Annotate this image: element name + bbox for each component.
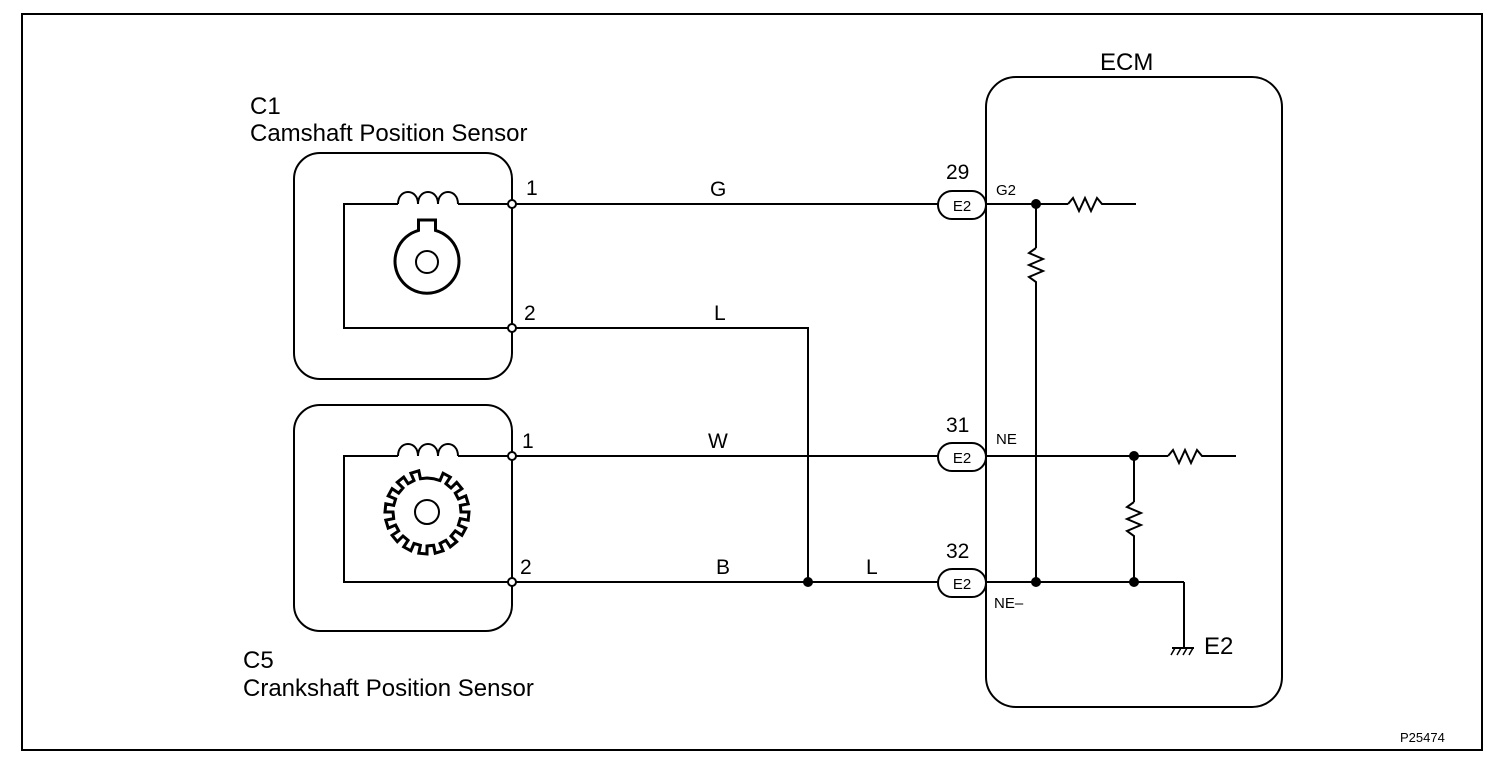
- crankshaft-timing-rotor-icon: [383, 468, 471, 556]
- terminal-number-32: 32: [946, 540, 969, 563]
- wire-label-w: W: [708, 430, 728, 453]
- connector-label-31: E2: [953, 450, 971, 467]
- diagram-frame: [21, 13, 1483, 751]
- wire-label-b: B: [716, 556, 730, 579]
- ground-icon: [1170, 647, 1194, 656]
- wire-label-l-camshaft: L: [714, 302, 726, 325]
- crankshaft-pin1-label: 1: [522, 430, 534, 453]
- camshaft-sensor-name: Camshaft Position Sensor: [250, 120, 527, 147]
- ecm-box: [985, 76, 1283, 708]
- wire-label-g: G: [710, 178, 726, 201]
- wire-l-camshaft: [516, 327, 809, 582]
- connector-label-32: E2: [953, 576, 971, 593]
- camshaft-rotor-icon: [393, 218, 461, 295]
- ecm-terminal-31: 31 E2 NE: [937, 414, 1017, 472]
- camshaft-sensor-code: C1: [250, 93, 281, 120]
- signal-label-ne-minus: NE–: [994, 595, 1024, 612]
- camshaft-pin1-terminal: [507, 199, 517, 209]
- crankshaft-sensor-internal-loop: [343, 455, 512, 583]
- crankshaft-sensor-name: Crankshaft Position Sensor: [243, 675, 534, 702]
- ecm-internal-circuit: E2: [986, 195, 1236, 660]
- ecm-module: ECM 29 E2 G2 31 E2 NE 32 E2 NE–: [937, 49, 1283, 708]
- figure-id: P25474: [1400, 730, 1445, 745]
- ecm-title: ECM: [1100, 49, 1153, 76]
- terminal-number-29: 29: [946, 161, 969, 184]
- resistor-g2-bias: [1026, 247, 1046, 582]
- camshaft-sensor: C1 Camshaft Position Sensor 1 2: [250, 93, 538, 380]
- camshaft-pin2-label: 2: [524, 302, 536, 325]
- signal-label-g2: G2: [996, 182, 1016, 199]
- ecm-terminal-29: 29 E2 G2: [937, 161, 1016, 220]
- resistor-ne-input: [1167, 447, 1236, 466]
- harness-wires: G L W B L: [516, 178, 938, 587]
- crankshaft-coil-icon: [397, 443, 459, 457]
- wire-label-l-common: L: [866, 556, 878, 579]
- camshaft-pin2-terminal: [507, 323, 517, 333]
- crankshaft-sensor-code: C5: [243, 647, 274, 674]
- crankshaft-pin2-terminal: [507, 577, 517, 587]
- ecm-terminal-32: 32 E2 NE–: [937, 540, 1024, 612]
- camshaft-pin1-label: 1: [526, 177, 538, 200]
- terminal-number-31: 31: [946, 414, 969, 437]
- signal-label-ne: NE: [996, 431, 1017, 448]
- crankshaft-pin1-terminal: [507, 451, 517, 461]
- junction-ne-minus-2: [1129, 577, 1139, 587]
- ground-label: E2: [1204, 633, 1233, 660]
- connector-label-29: E2: [953, 198, 971, 215]
- camshaft-sensor-housing: [293, 152, 513, 380]
- crankshaft-sensor-housing: [293, 404, 513, 632]
- crankshaft-sensor: 1 2 C5 Crankshaft Position Sensor: [243, 404, 534, 702]
- junction-ne-minus-1: [1031, 577, 1041, 587]
- resistor-g2-input: [1067, 195, 1136, 214]
- camshaft-coil-icon: [397, 191, 459, 205]
- resistor-ne-bias: [1124, 501, 1144, 582]
- camshaft-sensor-internal-loop: [343, 203, 512, 329]
- crankshaft-pin2-label: 2: [520, 556, 532, 579]
- wire-splice-point: [803, 577, 813, 587]
